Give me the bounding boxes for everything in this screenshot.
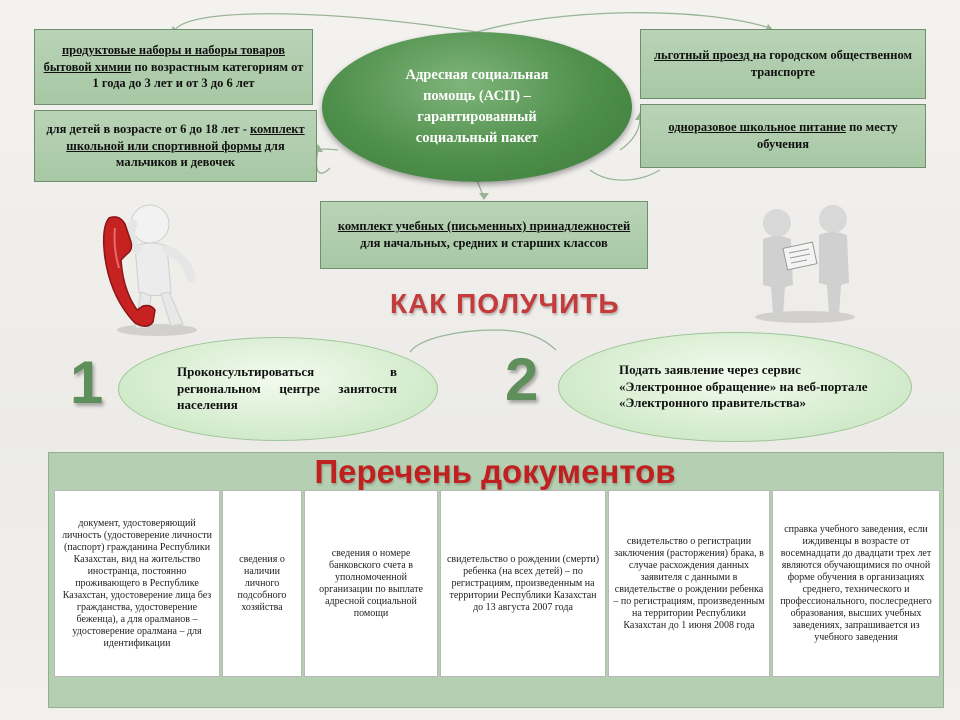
benefit-hygiene-underlined: продуктовые наборы и наборы товаров быто… xyxy=(43,42,286,74)
people-documents-illustration xyxy=(755,205,855,323)
benefit-transport-box: льготный проезд на городском общественно… xyxy=(640,29,926,99)
document-text: сведения о наличии личного подсобного хо… xyxy=(237,553,287,613)
step-2-oval: Подать заявление через сервис «Электронн… xyxy=(558,332,912,442)
benefit-transport-rest: на городском общественном транспорте xyxy=(750,48,912,79)
document-cell-birth-certificate: свидетельство о рождении (смерти) ребенк… xyxy=(440,490,606,677)
document-cell-bank-account: сведения о номере банковского счета в уп… xyxy=(304,490,438,677)
how-to-get-title: КАК ПОЛУЧИТЬ xyxy=(390,288,620,319)
benefit-supplies-rest: для начальных, средних и старших классов xyxy=(360,236,608,250)
center-line-3: гарантированный xyxy=(417,109,537,125)
document-text: свидетельство о регистрации заключения (… xyxy=(613,535,765,631)
document-cell-household: сведения о наличии личного подсобного хо… xyxy=(222,490,302,677)
document-cell-marriage-certificate: свидетельство о регистрации заключения (… xyxy=(608,490,770,677)
benefit-supplies-box: комплект учебных (письменных) принадлежн… xyxy=(320,201,648,269)
center-line-4: социальный пакет xyxy=(415,130,539,147)
phone-figure-illustration xyxy=(102,204,197,336)
benefit-uniform-box: для детей в возрасте от 6 до 18 лет - ко… xyxy=(34,110,317,182)
benefit-uniform-rest: для мальчиков и девочек xyxy=(115,138,285,170)
document-cell-school-certificate: справка учебного заведения, если иждивен… xyxy=(772,490,940,677)
center-line-1: Адресная социальная xyxy=(405,66,549,83)
benefit-meals-rest: по месту обучения xyxy=(756,120,898,151)
benefit-supplies-underlined: комплект учебных (письменных) принадлежн… xyxy=(337,219,631,234)
asp-center-oval: Адресная социальная помощь (АСП) – гаран… xyxy=(322,32,632,182)
benefit-hygiene-rest: по возрастным категориям от 1 года до 3 … xyxy=(92,59,304,91)
step-2-number: 2 xyxy=(505,346,539,413)
step-2-text: Подать заявление через сервис «Электронн… xyxy=(619,361,868,411)
benefit-meals-box: одноразовое школьное питание по месту об… xyxy=(640,104,926,168)
benefit-hygiene-box: продуктовые наборы и наборы товаров быто… xyxy=(34,29,313,105)
step-1-number: 1 xyxy=(70,349,104,416)
benefit-uniform-lead: для детей в возрасте от 6 до 18 лет - xyxy=(46,121,250,136)
document-text: сведения о номере банковского счета в уп… xyxy=(319,547,423,619)
document-text: справка учебного заведения, если иждивен… xyxy=(780,523,932,643)
document-text: документ, удостоверяющий личность (удост… xyxy=(62,517,212,649)
benefit-transport-underlined: льготный проезд xyxy=(654,48,753,63)
benefit-uniform-underlined: комплект школьной или спортивной формы xyxy=(66,121,305,153)
documents-title: Перечень документов xyxy=(314,453,676,490)
step-1-text: Проконсультироваться в региональном цент… xyxy=(177,363,397,413)
center-line-2: помощь (АСП) – xyxy=(423,87,531,104)
benefit-meals-underlined: одноразовое школьное питание xyxy=(668,120,846,135)
document-cell-identity: документ, удостоверяющий личность (удост… xyxy=(54,490,220,677)
step-1-oval: Проконсультироваться в региональном цент… xyxy=(118,337,438,441)
document-text: свидетельство о рождении (смерти) ребенк… xyxy=(446,553,600,613)
